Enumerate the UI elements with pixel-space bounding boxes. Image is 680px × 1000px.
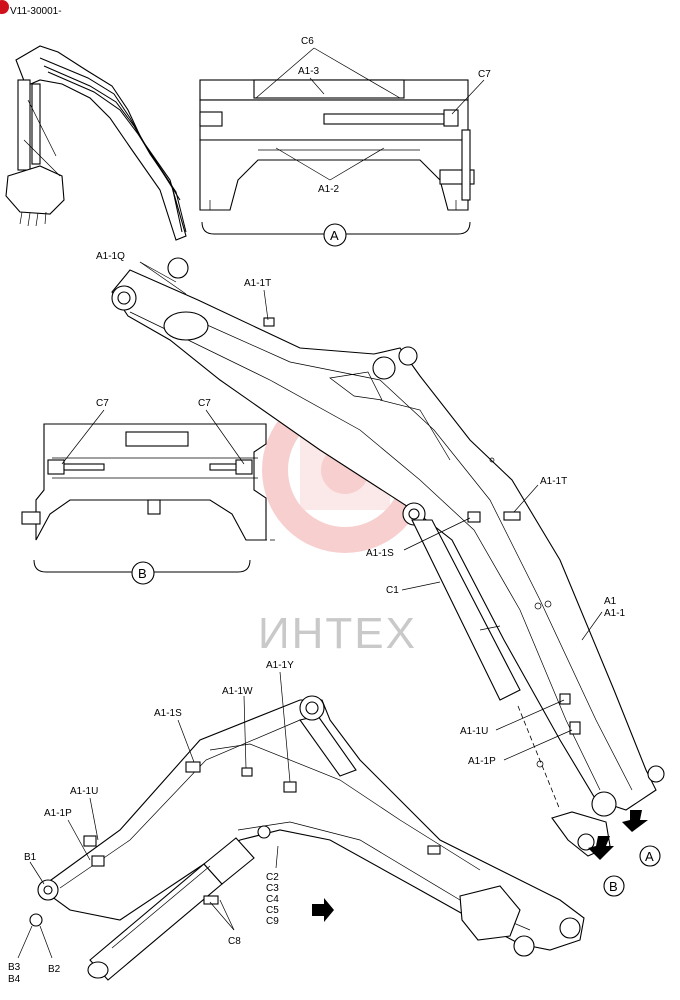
- view-b-callout: [131, 561, 155, 585]
- view-a-letter-lower: A: [645, 849, 654, 864]
- view-a-callout-lower: [639, 845, 661, 867]
- label-b4: B4: [8, 974, 21, 985]
- arrow-right: [312, 898, 334, 922]
- lower-boom: [29, 695, 585, 957]
- label-a1-2: A1-2: [318, 184, 340, 195]
- label-a1-3: A1-3: [298, 66, 320, 77]
- label-b2: B2: [48, 964, 61, 975]
- label-a1-1t-mid: A1-1T: [540, 476, 567, 487]
- label-c4: C4: [266, 894, 279, 905]
- label-c9: C9: [266, 916, 279, 927]
- view-a-detail: [199, 79, 475, 211]
- excavator-thumbnail: [5, 45, 187, 241]
- label-a1-1p-right: A1-1P: [468, 756, 496, 767]
- label-b3: B3: [8, 962, 21, 973]
- view-b-callout-lower: [603, 875, 625, 897]
- label-a1-1y: A1-1Y: [266, 660, 294, 671]
- lower-cylinder: [87, 837, 255, 981]
- label-c6: C6: [301, 36, 314, 47]
- label-c5: C5: [266, 905, 279, 916]
- view-a-callout: [323, 223, 347, 247]
- watermark-text: ИНТЕХ: [258, 609, 417, 658]
- label-c2: C2: [266, 872, 279, 883]
- label-a1-1s-mid: A1-1S: [366, 548, 394, 559]
- arrow-a: [622, 810, 648, 832]
- label-a1-1u-low: A1-1U: [70, 786, 98, 797]
- red-corner-marker: [0, 0, 9, 14]
- label-a1-1w: A1-1W: [222, 686, 253, 697]
- label-a1-1p-low: A1-1P: [44, 808, 72, 819]
- label-a1-1s-low: A1-1S: [154, 708, 182, 719]
- label-a1-1: A1-1: [604, 608, 626, 619]
- view-a-letter: A: [330, 228, 339, 243]
- label-a1-1t-top: A1-1T: [244, 278, 271, 289]
- label-c7-top: C7: [478, 69, 491, 80]
- view-b-letter-lower: B: [609, 879, 618, 894]
- label-c7-right: C7: [198, 398, 211, 409]
- view-b-letter: B: [138, 566, 147, 581]
- view-b-detail: [21, 423, 276, 541]
- label-a1-1u-right: A1-1U: [460, 726, 488, 737]
- label-c3: C3: [266, 883, 279, 894]
- label-b1: B1: [24, 852, 37, 863]
- label-c7-left: C7: [96, 398, 109, 409]
- header-code: V11-30001-: [10, 6, 62, 17]
- label-a1: A1: [604, 596, 617, 607]
- label-c8: C8: [228, 936, 241, 947]
- label-a1-1q: A1-1Q: [96, 251, 125, 262]
- label-c1: C1: [386, 585, 399, 596]
- arrow-b: [588, 836, 614, 860]
- main-boom: [111, 257, 665, 817]
